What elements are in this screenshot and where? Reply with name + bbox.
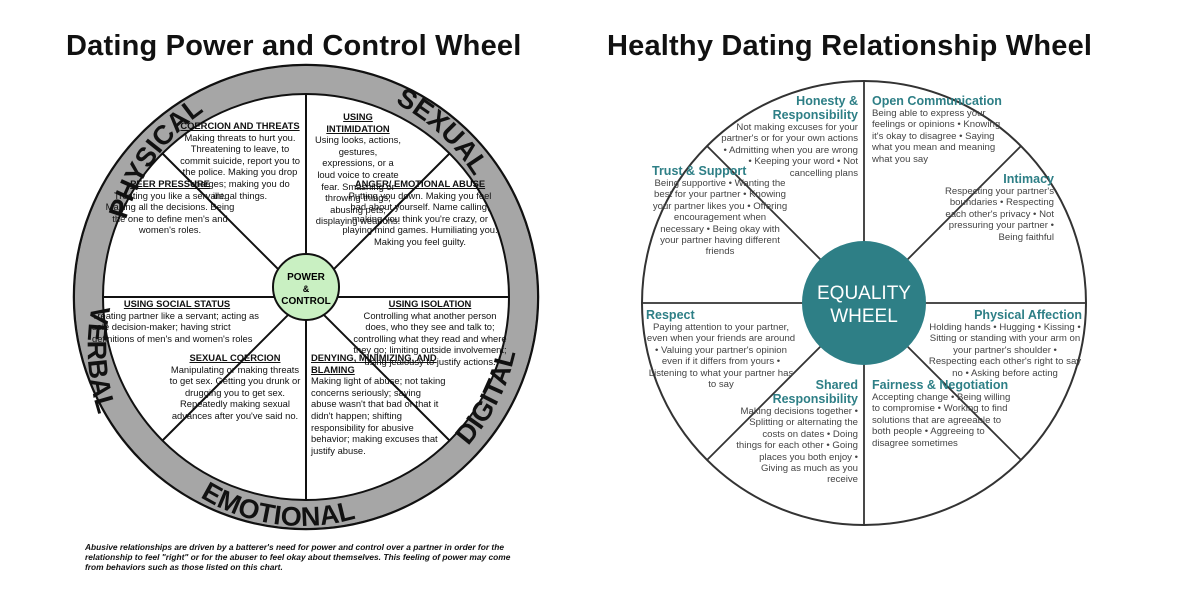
segment-heading: COERCION AND THREATS xyxy=(180,120,300,131)
eq-center-line2: WHEEL xyxy=(830,306,898,327)
segment-text: Treating you like a servant. Making all … xyxy=(105,189,235,236)
segment-text: Making decisions together • Splitting or… xyxy=(736,406,858,486)
segment-heading: PEER PRESSURE xyxy=(130,178,210,189)
power-control-footnote: Abusive relationships are driven by a ba… xyxy=(85,542,511,572)
segment-heading: Fairness & Negotiation xyxy=(872,378,1009,392)
segment-heading: Honesty & Responsibility xyxy=(772,94,858,122)
segment-text: Treating partner like a servant; acting … xyxy=(92,309,259,344)
segment-text: Being supportive • Wanting the best for … xyxy=(652,178,788,258)
segment-heading: Intimacy xyxy=(1003,172,1054,186)
eq-center-circle xyxy=(802,241,926,365)
pc-center-line2: & xyxy=(303,284,310,294)
segment-honesty-responsibility: Honesty & Responsibility Not making excu… xyxy=(718,94,858,179)
segment-heading: USING ISOLATION xyxy=(388,298,472,309)
segment-using-intimidation: USING INTIMIDATION Using looks, actions,… xyxy=(313,111,403,227)
pc-center-line1: POWER xyxy=(287,272,326,283)
equality-wheel: EQUALITY WHEEL xyxy=(641,80,1087,526)
segment-denying-minimizing-blaming: DENYING, MINIMIZING, AND BLAMING Making … xyxy=(311,352,447,456)
segment-text: Respecting your partner's boundaries • R… xyxy=(944,186,1054,243)
segment-text: Paying attention to your partner, even w… xyxy=(646,322,796,391)
segment-shared-responsibility: Shared Responsibility Making decisions t… xyxy=(736,378,858,486)
power-control-title: Dating Power and Control Wheel xyxy=(66,30,522,62)
equality-wheel-title: Healthy Dating Relationship Wheel xyxy=(607,30,1093,62)
segment-coercion-threats: COERCION AND THREATS Making threats to h… xyxy=(178,120,302,201)
segment-text: Making light of abuse; not taking concer… xyxy=(311,375,446,456)
pc-center-circle xyxy=(272,253,340,321)
segment-peer-pressure: PEER PRESSURE Treating you like a servan… xyxy=(100,178,240,236)
segment-heading: DENYING, MINIMIZING, AND BLAMING xyxy=(311,352,437,375)
eq-center-line1: EQUALITY xyxy=(817,283,911,304)
segment-text: Controlling what another person does, wh… xyxy=(353,309,507,367)
segment-sexual-coercion: SEXUAL COERCION Manipulating or making t… xyxy=(168,352,302,422)
segment-text: Using looks, actions, gestures, expressi… xyxy=(315,134,401,227)
segment-using-social-status: USING SOCIAL STATUS Treating partner lik… xyxy=(92,298,262,344)
segment-respect: Respect Paying attention to your partner… xyxy=(646,308,796,390)
segment-text: Not making excuses for your partner's or… xyxy=(721,122,858,179)
segment-open-communication: Open Communication Being able to express… xyxy=(872,94,1004,165)
pc-center-line3: CONTROL xyxy=(281,296,330,307)
segment-heading: Respect xyxy=(646,308,695,322)
segment-intimacy: Intimacy Respecting your partner's bound… xyxy=(928,172,1054,243)
segment-heading: Shared Responsibility xyxy=(772,378,858,406)
segment-text: Holding hands • Hugging • Kissing • Sitt… xyxy=(928,322,1082,379)
pc-rim-band xyxy=(75,66,537,528)
segment-text: Being able to express your feelings or o… xyxy=(872,108,1001,165)
segment-fairness-negotiation: Fairness & Negotiation Accepting change … xyxy=(872,378,1012,449)
segment-heading: USING SOCIAL STATUS xyxy=(123,298,231,309)
segment-text: Putting you down. Making you feel bad ab… xyxy=(342,189,498,247)
segment-physical-affection: Physical Affection Holding hands • Huggi… xyxy=(928,308,1082,379)
segment-heading: Open Communication xyxy=(872,94,1002,108)
segment-trust-support: Trust & Support Being supportive • Wanti… xyxy=(652,164,788,258)
segment-using-isolation: USING ISOLATION Controlling what another… xyxy=(352,298,508,368)
segment-text: Making threats to hurt you. Threatening … xyxy=(180,131,300,201)
segment-heading: SEXUAL COERCION xyxy=(189,352,281,363)
segment-heading: ANGER/ EMOTIONAL ABUSE xyxy=(354,178,486,189)
segment-anger-emotional-abuse: ANGER/ EMOTIONAL ABUSE Putting you down.… xyxy=(340,178,500,248)
segment-heading: Trust & Support xyxy=(652,164,747,178)
power-control-wheel: POWER & CONTROL PHYSICAL SEXUAL VERBAL D… xyxy=(72,63,540,532)
segment-heading: Physical Affection xyxy=(974,308,1082,322)
segment-heading: USING INTIMIDATION xyxy=(326,111,390,134)
segment-text: Accepting change • Being willing to comp… xyxy=(872,392,1011,449)
segment-text: Manipulating or making threats to get se… xyxy=(169,363,301,421)
